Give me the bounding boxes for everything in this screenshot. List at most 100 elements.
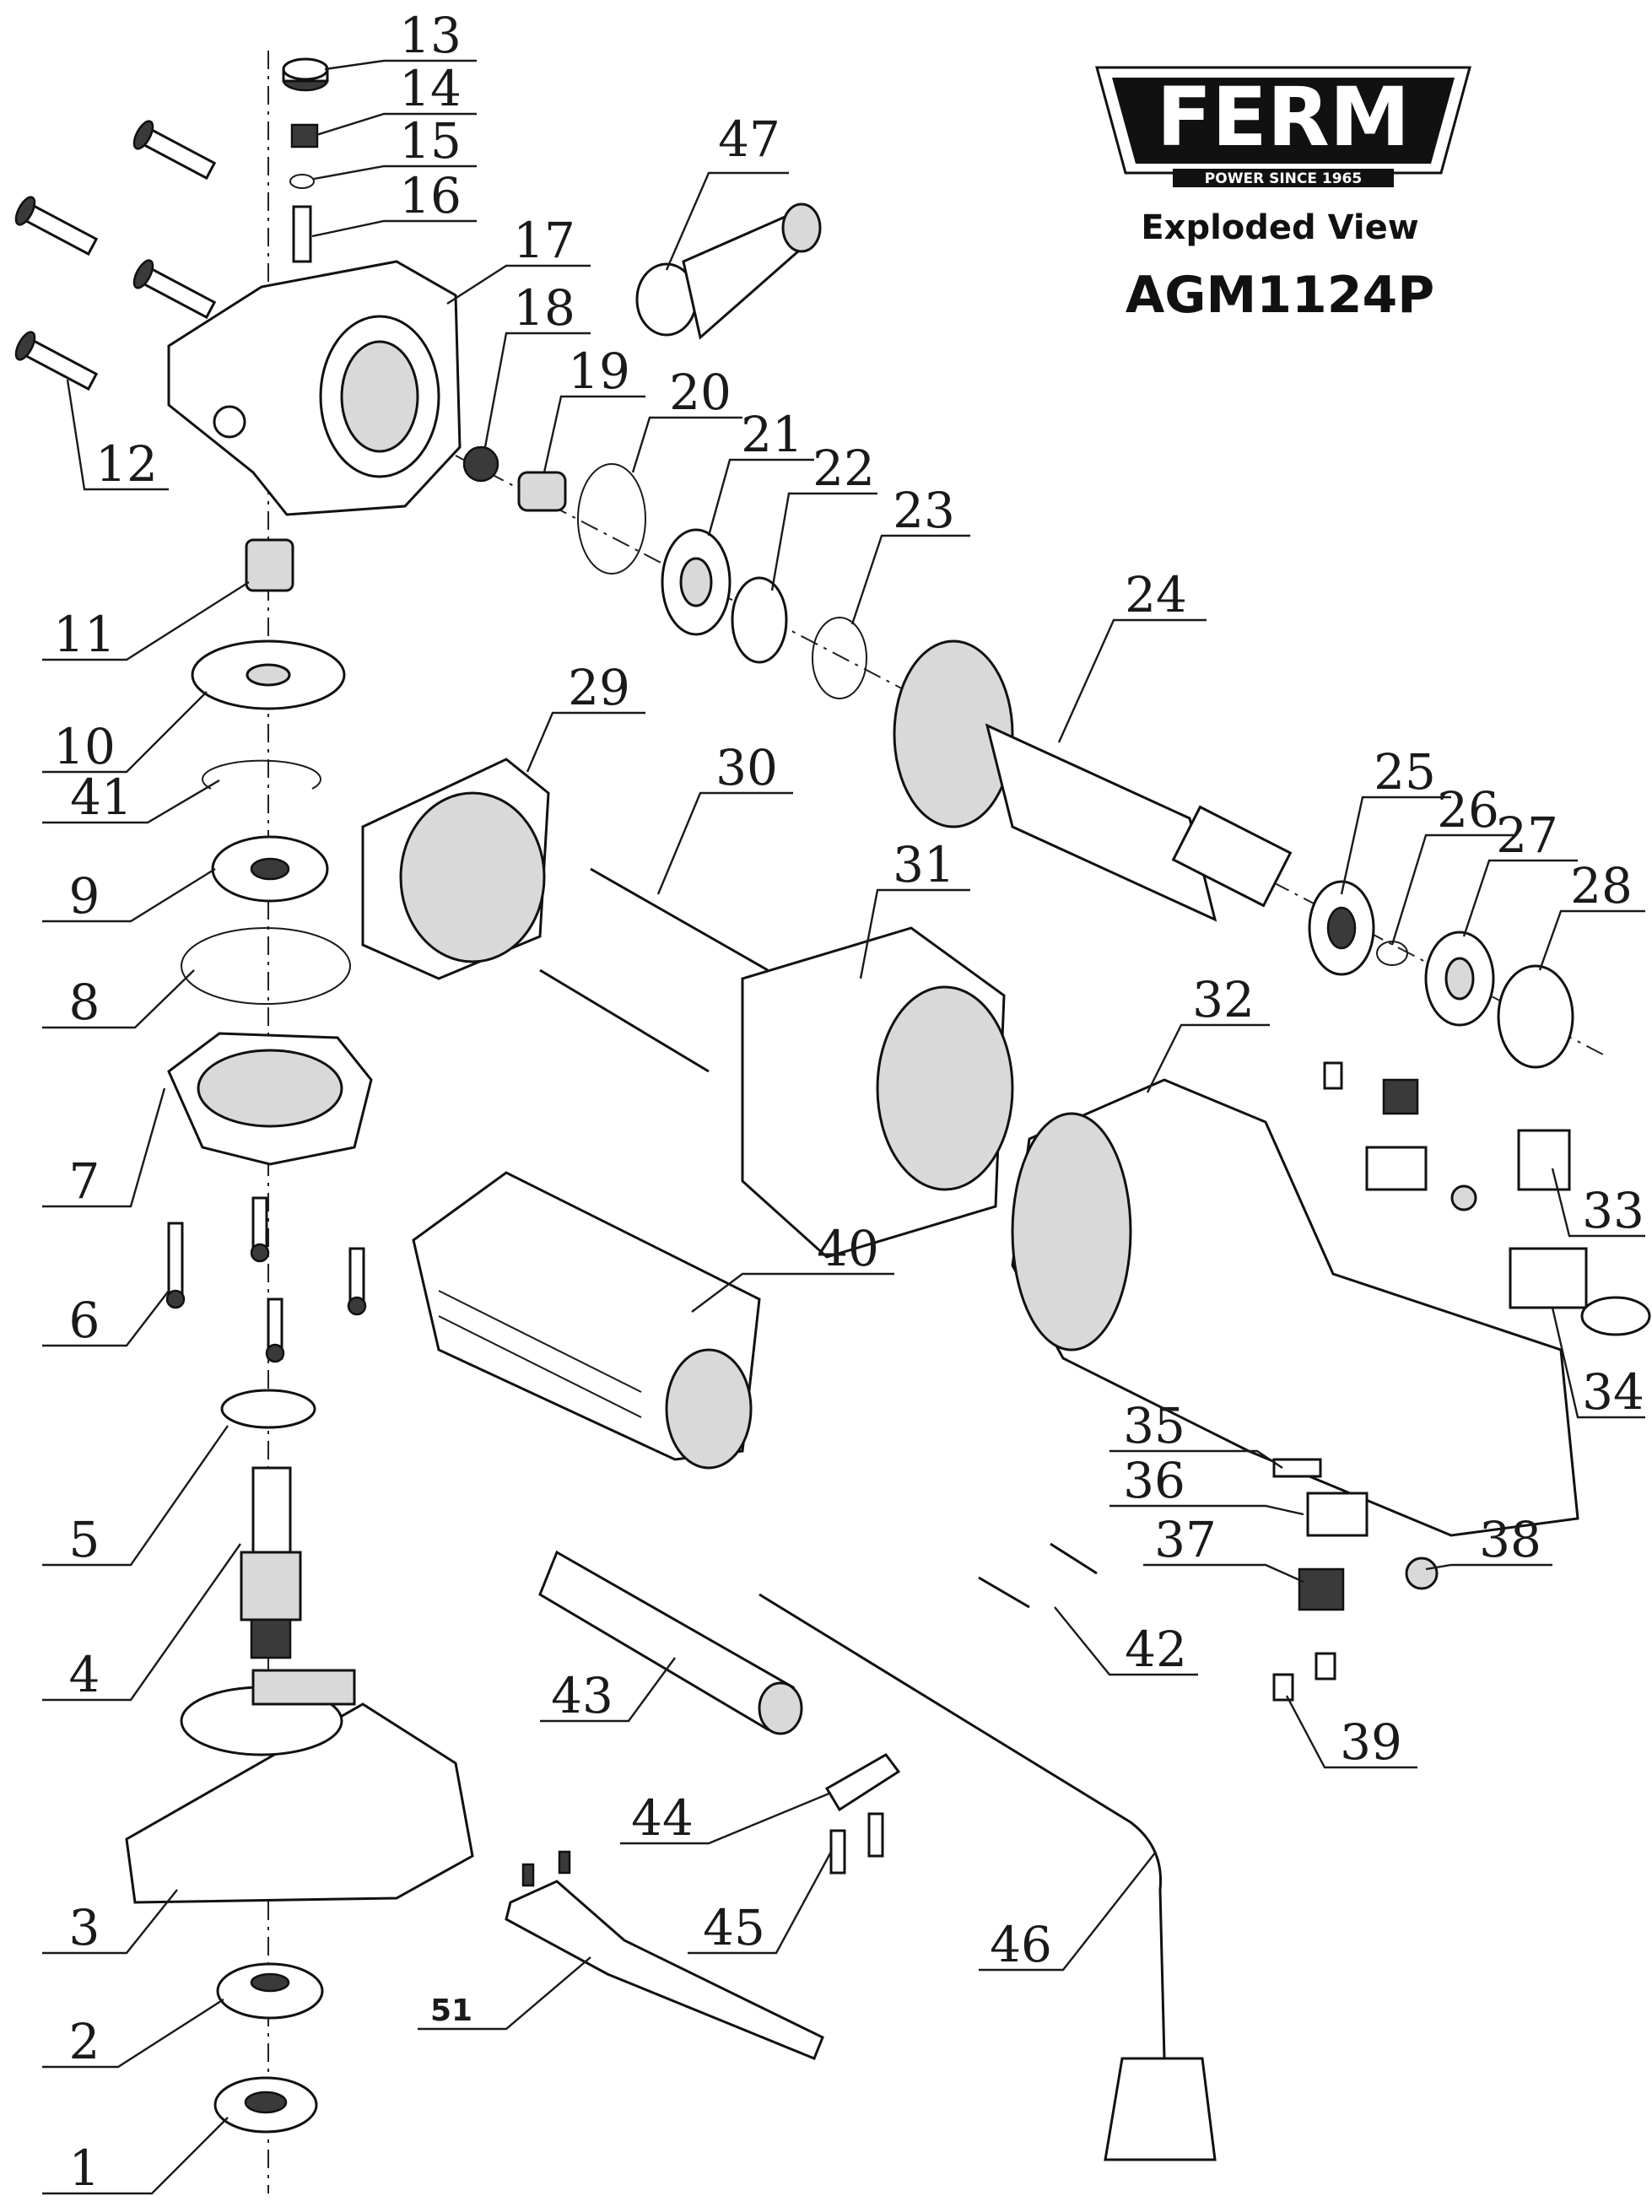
callout-21: 21: [707, 406, 814, 537]
brush-holder-assembly: [1323, 1061, 1477, 1211]
svg-text:47: 47: [718, 111, 780, 168]
callout-1: 1: [42, 2117, 229, 2197]
svg-text:43: 43: [551, 1667, 613, 1724]
spindle-upper-parts: [191, 538, 346, 790]
svg-text:23: 23: [893, 482, 955, 539]
callout-10: 10: [42, 691, 208, 775]
svg-text:27: 27: [1496, 807, 1558, 864]
svg-text:1: 1: [69, 2139, 100, 2197]
power-cord: [759, 1593, 1217, 2161]
callout-18: 18: [483, 279, 591, 448]
svg-text:11: 11: [53, 606, 116, 663]
svg-text:10: 10: [53, 718, 116, 775]
fan-baffle: [361, 758, 550, 980]
svg-text:31: 31: [893, 836, 955, 893]
svg-text:24: 24: [1125, 566, 1187, 623]
svg-text:19: 19: [568, 343, 630, 400]
svg-text:34: 34: [1582, 1363, 1644, 1421]
svg-text:44: 44: [631, 1789, 694, 1847]
callout-11: 11: [42, 580, 250, 663]
svg-text:2: 2: [69, 2013, 100, 2070]
callout-20: 20: [631, 364, 742, 473]
svg-text:33: 33: [1582, 1182, 1644, 1239]
svg-text:8: 8: [69, 974, 100, 1031]
spindle-bearing-group: [167, 835, 373, 1166]
callout-42: 42: [1054, 1606, 1198, 1678]
svg-text:26: 26: [1437, 781, 1499, 839]
svg-text:29: 29: [568, 659, 630, 716]
callout-28: 28: [1538, 857, 1645, 971]
svg-text:4: 4: [69, 1646, 100, 1703]
rotor-rear-bearing-parts: [1308, 880, 1574, 1069]
svg-text:14: 14: [399, 60, 462, 117]
svg-text:21: 21: [741, 406, 803, 463]
cord-fixing-parts: [538, 1542, 1098, 1875]
svg-text:41: 41: [70, 769, 132, 826]
pinion-parts: [462, 445, 646, 575]
ferm-logo: FERM POWER SINCE 1965: [1095, 66, 1471, 187]
callout-31: 31: [859, 836, 970, 979]
callout-47: 47: [665, 111, 789, 271]
callout-46: 46: [979, 1851, 1157, 1973]
wheel-guard: [125, 1669, 474, 1904]
svg-text:6: 6: [69, 1292, 100, 1349]
callout-7: 7: [42, 1087, 166, 1210]
svg-text:17: 17: [513, 212, 575, 269]
callout-24: 24: [1057, 566, 1207, 743]
callout-43: 43: [540, 1657, 676, 1724]
svg-text:46: 46: [990, 1916, 1052, 1973]
svg-text:22: 22: [813, 440, 875, 497]
model-number: AGM1124P: [1126, 266, 1434, 325]
callout-5: 5: [42, 1425, 229, 1568]
callout-51: 51: [418, 1956, 591, 2031]
callout-22: 22: [770, 440, 877, 591]
svg-text:37: 37: [1154, 1511, 1217, 1568]
svg-text:38: 38: [1479, 1511, 1541, 1568]
gear-housing: [167, 260, 462, 516]
callout-29: 29: [526, 659, 645, 773]
flange-screws: [165, 1196, 367, 1363]
callout-14: 14: [316, 60, 477, 137]
diagram-heading: Exploded View: [1141, 208, 1418, 247]
callout-19: 19: [543, 343, 645, 473]
svg-text:51: 51: [430, 1993, 472, 2028]
svg-text:40: 40: [817, 1220, 879, 1277]
brush-parts: [1272, 1458, 1439, 1702]
callout-44: 44: [620, 1789, 832, 1847]
callout-36: 36: [1109, 1452, 1304, 1516]
callout-38: 38: [1425, 1511, 1552, 1571]
callout-6: 6: [42, 1290, 170, 1349]
svg-text:13: 13: [399, 7, 462, 64]
callout-27: 27: [1462, 807, 1578, 937]
logo-tagline: POWER SINCE 1965: [1205, 170, 1362, 187]
callout-25: 25: [1340, 743, 1451, 895]
callout-39: 39: [1285, 1695, 1417, 1771]
svg-text:30: 30: [715, 739, 778, 796]
callout-15: 15: [313, 112, 477, 181]
svg-text:7: 7: [69, 1152, 100, 1210]
callout-4: 4: [42, 1543, 241, 1703]
callout-40: 40: [691, 1220, 894, 1313]
svg-text:12: 12: [95, 435, 158, 493]
callout-37: 37: [1143, 1511, 1304, 1583]
motor-housing: [1011, 1078, 1579, 1537]
svg-text:28: 28: [1570, 857, 1633, 914]
callout-26: 26: [1390, 781, 1514, 946]
stator: [741, 926, 1014, 1259]
stator-screws: [539, 867, 769, 1073]
svg-text:35: 35: [1123, 1397, 1185, 1454]
callout-41: 41: [42, 769, 220, 826]
callout-2: 2: [42, 1998, 224, 2070]
spindle-and-washer: [220, 1389, 316, 1659]
svg-text:18: 18: [513, 279, 575, 337]
spindle-lock-parts: [282, 57, 329, 263]
inner-flange: [216, 1962, 324, 2020]
callout-45: 45: [688, 1851, 833, 1956]
callout-35: 35: [1109, 1397, 1283, 1469]
callout-30: 30: [656, 739, 793, 895]
callout-17: 17: [446, 212, 591, 305]
svg-text:39: 39: [1340, 1713, 1402, 1771]
callout-23: 23: [850, 482, 970, 625]
armature: [893, 639, 1293, 922]
